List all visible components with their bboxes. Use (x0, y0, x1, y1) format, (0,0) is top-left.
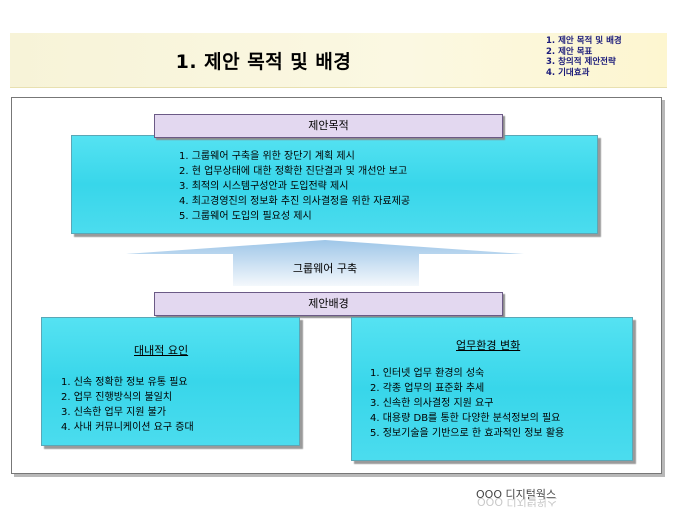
purpose-item: 1. 그룹웨어 구축을 위한 장단기 계획 제시 (179, 151, 355, 162)
arrow-label: 그룹웨어 구축 (292, 262, 358, 275)
internal-factors-box: 대내적 요인 1. 신속 정확한 정보 유통 필요 2. 업무 진행방식의 불일… (41, 317, 300, 446)
purpose-box: 1. 그룹웨어 구축을 위한 장단기 계획 제시 2. 현 업무상태에 대한 정… (71, 135, 598, 234)
environment-change-item: 5. 정보기술을 기반으로 한 효과적인 정보 활용 (370, 428, 565, 439)
internal-factor-item: 1. 신속 정확한 정보 유통 필요 (61, 377, 188, 388)
environment-change-list: 1. 인터넷 업무 환경의 성숙 2. 각종 업무의 표준화 추세 3. 신속한… (370, 366, 564, 441)
purpose-item: 4. 최고경영진의 정보화 추진 의사결정을 위한 자료제공 (179, 196, 411, 207)
purpose-item: 3. 최적의 시스템구성안과 도입전략 제시 (179, 181, 349, 192)
internal-factors-list: 1. 신속 정확한 정보 유통 필요 2. 업무 진행방식의 불일치 3. 신속… (61, 375, 194, 435)
internal-factor-item: 2. 업무 진행방식의 불일치 (61, 392, 173, 403)
environment-change-item: 1. 인터넷 업무 환경의 성숙 (370, 368, 485, 379)
background-label: 제안배경 (154, 292, 503, 316)
purpose-item: 5. 그룹웨어 도입의 필요성 제시 (179, 211, 312, 222)
page-title: 1. 제안 목적 및 배경 (175, 51, 352, 73)
internal-factors-title: 대내적 요인 (134, 344, 189, 357)
toc-item[interactable]: 3. 창의적 제안전략 (546, 57, 616, 67)
environment-change-item: 2. 각종 업무의 표준화 추세 (370, 383, 485, 394)
toc-item[interactable]: 2. 제안 목표 (546, 46, 593, 57)
environment-change-item: 4. 대용량 DB를 통한 다양한 분석정보의 필요 (370, 413, 561, 424)
internal-factor-item: 3. 신속한 업무 지원 불가 (61, 407, 167, 418)
environment-change-title: 업무환경 변화 (456, 339, 521, 352)
environment-change-box: 업무환경 변화 1. 인터넷 업무 환경의 성숙 2. 각종 업무의 표준화 추… (351, 317, 633, 461)
page-header: 1. 제안 목적 및 배경 1. 제안 목적 및 배경 2. 제안 목표 3. … (10, 33, 667, 88)
purpose-label: 제안목적 (154, 114, 503, 138)
company-footer-reflection: OOO 디지털웍스 (477, 495, 558, 508)
purpose-list: 1. 그룹웨어 구축을 위한 장단기 계획 제시 2. 현 업무상태에 대한 정… (179, 149, 410, 224)
environment-change-item: 3. 신속한 의사결정 지원 요구 (370, 398, 494, 409)
toc-item[interactable]: 4. 기대효과 (546, 67, 590, 78)
purpose-item: 2. 현 업무상태에 대한 정확한 진단결과 및 개선안 보고 (179, 166, 408, 177)
toc-item[interactable]: 1. 제안 목적 및 배경 (546, 36, 622, 46)
table-of-contents: 1. 제안 목적 및 배경 2. 제안 목표 3. 창의적 제안전략 4. 기대… (546, 36, 664, 78)
upward-arrow-shape (126, 240, 524, 286)
company-footer: OOO 디지털웍스 (476, 488, 557, 501)
internal-factor-item: 4. 사내 커뮤니케이션 요구 증대 (61, 422, 194, 433)
